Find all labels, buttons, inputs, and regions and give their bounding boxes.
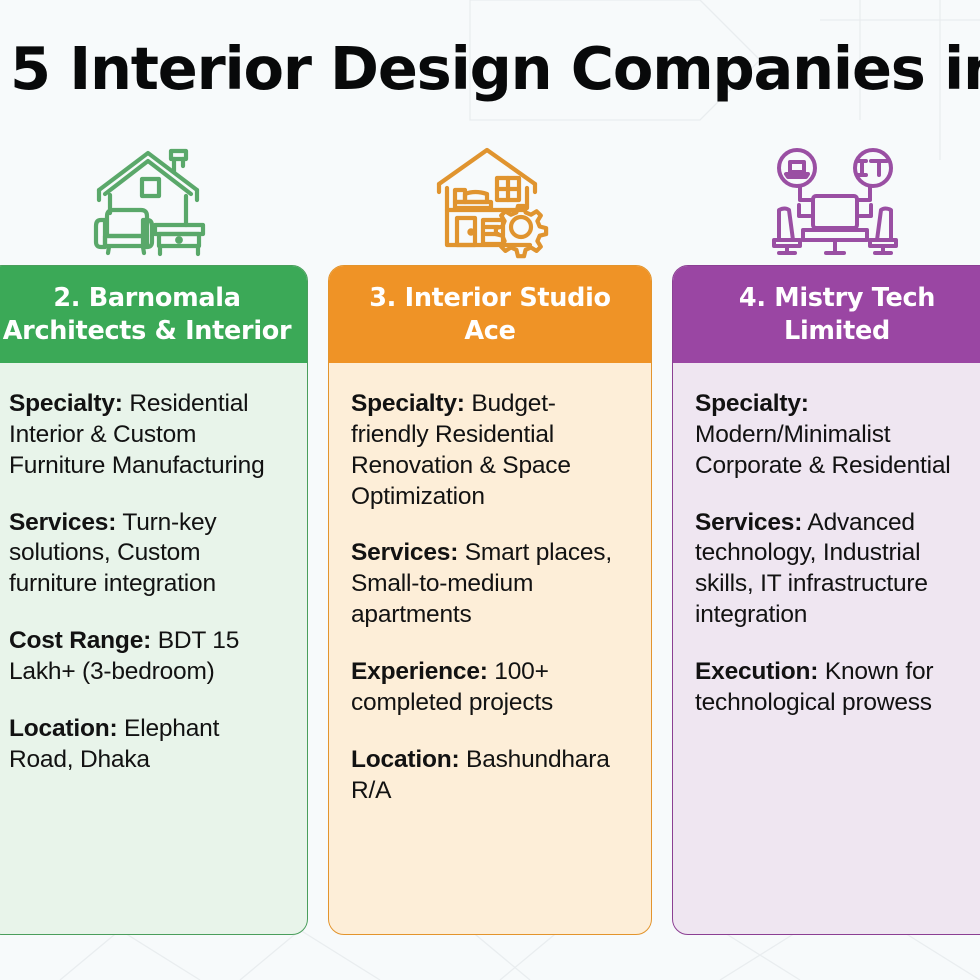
field-label: Specialty: xyxy=(351,390,465,417)
field-cost-range: Cost Range: BDT 15 Lakh+ (3-bedroom) xyxy=(9,626,285,688)
card-body-mistry-tech: Specialty: Modern/Minimalist Corporate &… xyxy=(673,363,980,934)
company-card-mistry-tech: 4. Mistry Tech Limited Specialty: Modern… xyxy=(672,265,980,935)
field-value: BDT 15 Lakh+ (3-bedroom) xyxy=(9,627,240,686)
field-specialty: Specialty: Residential Interior & Custom… xyxy=(9,389,285,482)
field-label: Execution: xyxy=(695,658,819,686)
card-body-barnomala: Specialty: Residential Interior & Custom… xyxy=(0,363,307,934)
page-title: 5 Interior Design Companies in Dha xyxy=(10,34,980,103)
field-value: Turn-key solutions, Custom furniture int… xyxy=(9,508,217,598)
field-specialty: Specialty: Modern/Minimalist Corporate &… xyxy=(695,389,979,482)
field-experience: Experience: 100+ completed projects xyxy=(351,657,629,719)
field-services: Services: Advanced technology, Industria… xyxy=(695,508,979,631)
field-location: Location: Elephant Road, Dhaka xyxy=(9,714,285,776)
company-card-barnomala: 2. Barnomala Architects & Interior Speci… xyxy=(0,265,308,935)
it-workstation-icon xyxy=(765,140,905,260)
field-label: Location: xyxy=(351,745,460,773)
card-title-mistry-tech: 4. Mistry Tech Limited xyxy=(673,266,980,363)
card-body-interior-studio-ace: Specialty: Budget-friendly Residential R… xyxy=(329,363,651,934)
field-services: Services: Turn-key solutions, Custom fur… xyxy=(9,508,285,601)
card-title-barnomala: 2. Barnomala Architects & Interior xyxy=(0,266,307,363)
field-value: Budget-friendly Residential Renovation &… xyxy=(351,390,571,510)
house-renovation-gear-icon xyxy=(425,140,565,260)
field-value: Modern/Minimalist Corporate & Residentia… xyxy=(695,420,951,479)
field-label: Specialty: xyxy=(9,390,123,417)
field-value: Smart places, Small-to-medium apartments xyxy=(351,539,612,629)
field-value: Bashundhara R/A xyxy=(351,745,610,804)
field-location: Location: Bashundhara R/A xyxy=(351,745,629,807)
field-label: Services: xyxy=(9,508,117,536)
field-label: Cost Range: xyxy=(9,627,152,655)
field-label: Experience: xyxy=(351,658,488,686)
field-label: Services: xyxy=(695,508,803,536)
field-value: Residential Interior & Custom Furniture … xyxy=(9,390,265,479)
field-value: Known for technological prowess xyxy=(695,658,934,716)
field-value: 100+ completed projects xyxy=(351,658,554,716)
field-value: Advanced technology, Industrial skills, … xyxy=(695,508,928,629)
field-specialty: Specialty: Budget-friendly Residential R… xyxy=(351,389,629,512)
field-value: Elephant Road, Dhaka xyxy=(9,714,220,773)
house-furniture-icon xyxy=(85,140,225,260)
field-label: Services: xyxy=(351,539,459,567)
field-label: Location: xyxy=(9,714,118,742)
field-services: Services: Smart places, Small-to-medium … xyxy=(351,538,629,631)
field-label: Specialty: xyxy=(695,390,809,417)
company-card-interior-studio-ace: 3. Interior Studio Ace Specialty: Budget… xyxy=(328,265,652,935)
card-title-interior-studio-ace: 3. Interior Studio Ace xyxy=(329,266,651,363)
field-execution: Execution: Known for technological prowe… xyxy=(695,657,979,719)
